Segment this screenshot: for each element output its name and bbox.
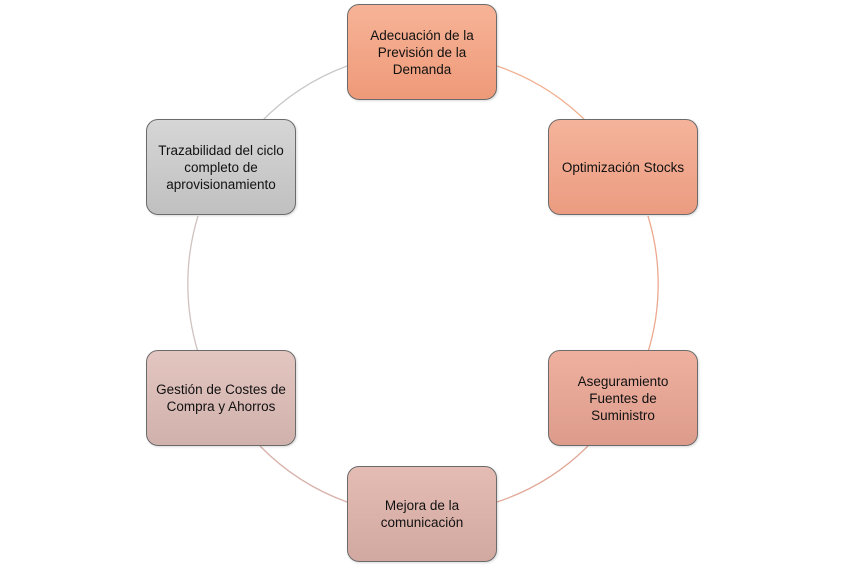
connector-n1-n2 (496, 65, 589, 124)
node-label: Gestión de Costes de Compra y Ahorros (156, 382, 286, 414)
node-label: Adecuación de la Previsión de la Demanda (370, 27, 474, 77)
node-label: Aseguramiento Fuentes de Suministro (577, 373, 669, 423)
node-label: Optimización Stocks (561, 159, 685, 175)
node-gestion-costes-compra-ahorros: Gestión de Costes de Compra y Ahorros (146, 350, 296, 446)
node-adecuacion-prevision-demanda: Adecuación de la Previsión de la Demanda (347, 4, 497, 100)
connector-n3-n4 (496, 445, 589, 503)
node-aseguramiento-fuentes-suministro: Aseguramiento Fuentes de Suministro (548, 350, 698, 446)
node-label: Trazabilidad del ciclo completo de aprov… (158, 142, 284, 192)
connector-n5-n6 (187, 215, 199, 353)
connector-n4-n5 (259, 445, 348, 503)
node-label: Mejora de la comunicación (380, 498, 464, 530)
node-optimizacion-stocks: Optimización Stocks (548, 119, 698, 215)
node-trazabilidad-ciclo-aprovisionamiento: Trazabilidad del ciclo completo de aprov… (146, 119, 296, 215)
connector-n2-n3 (647, 215, 659, 353)
node-mejora-comunicacion: Mejora de la comunicación (347, 466, 497, 562)
connector-n6-n1 (259, 65, 348, 124)
